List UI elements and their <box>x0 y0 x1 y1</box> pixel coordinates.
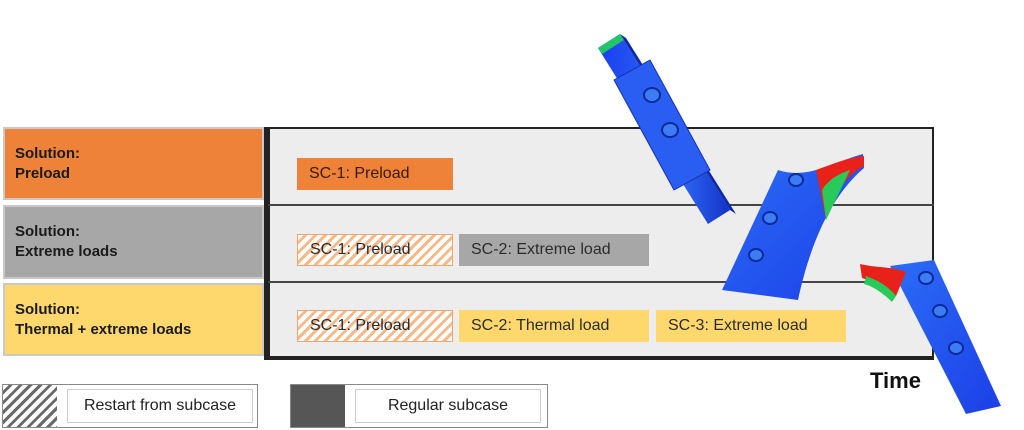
solution-label-extreme-loads: Solution: Extreme loads <box>3 205 264 279</box>
timeline-axis-bottom <box>264 356 934 360</box>
timeline-axis-left <box>264 127 268 360</box>
legend-regular-label: Regular subcase <box>355 389 541 423</box>
solution-subtitle: Extreme loads <box>15 243 118 260</box>
fea-result-preload-image <box>598 34 736 224</box>
subcase-sc2-thermal-load: SC-2: Thermal load <box>459 310 649 342</box>
solution-title: Solution: <box>15 223 80 240</box>
solution-title: Solution: <box>15 144 80 162</box>
solution-subtitle: Thermal + extreme loads <box>15 320 192 338</box>
solution-subtitle: Preload <box>15 164 71 182</box>
solution-label-preload: Solution: Preload <box>3 127 264 200</box>
fea-result-extreme-loads-image <box>722 154 864 300</box>
subcase-sc1-preload-restart: SC-1: Preload <box>297 234 453 266</box>
legend-restart: Restart from subcase <box>2 384 258 428</box>
subcase-sc2-extreme-load: SC-2: Extreme load <box>459 234 649 266</box>
solution-title: Solution: <box>15 300 80 318</box>
subcase-sc1-preload-restart: SC-1: Preload <box>297 310 453 342</box>
row-divider <box>268 281 934 283</box>
solution-label-thermal-extreme-loads: Solution: Thermal + extreme loads <box>3 283 264 356</box>
subcase-sc1-preload: SC-1: Preload <box>297 158 453 190</box>
subcase-sc3-extreme-load: SC-3: Extreme load <box>656 310 846 342</box>
legend-restart-label: Restart from subcase <box>67 389 253 423</box>
time-axis-label: Time <box>870 368 921 393</box>
row-divider <box>268 204 934 206</box>
fea-result-thermal-extreme-image <box>860 260 1001 414</box>
solid-swatch-icon <box>291 385 345 427</box>
hatch-swatch-icon <box>3 385 57 427</box>
legend-regular: Regular subcase <box>290 384 548 428</box>
